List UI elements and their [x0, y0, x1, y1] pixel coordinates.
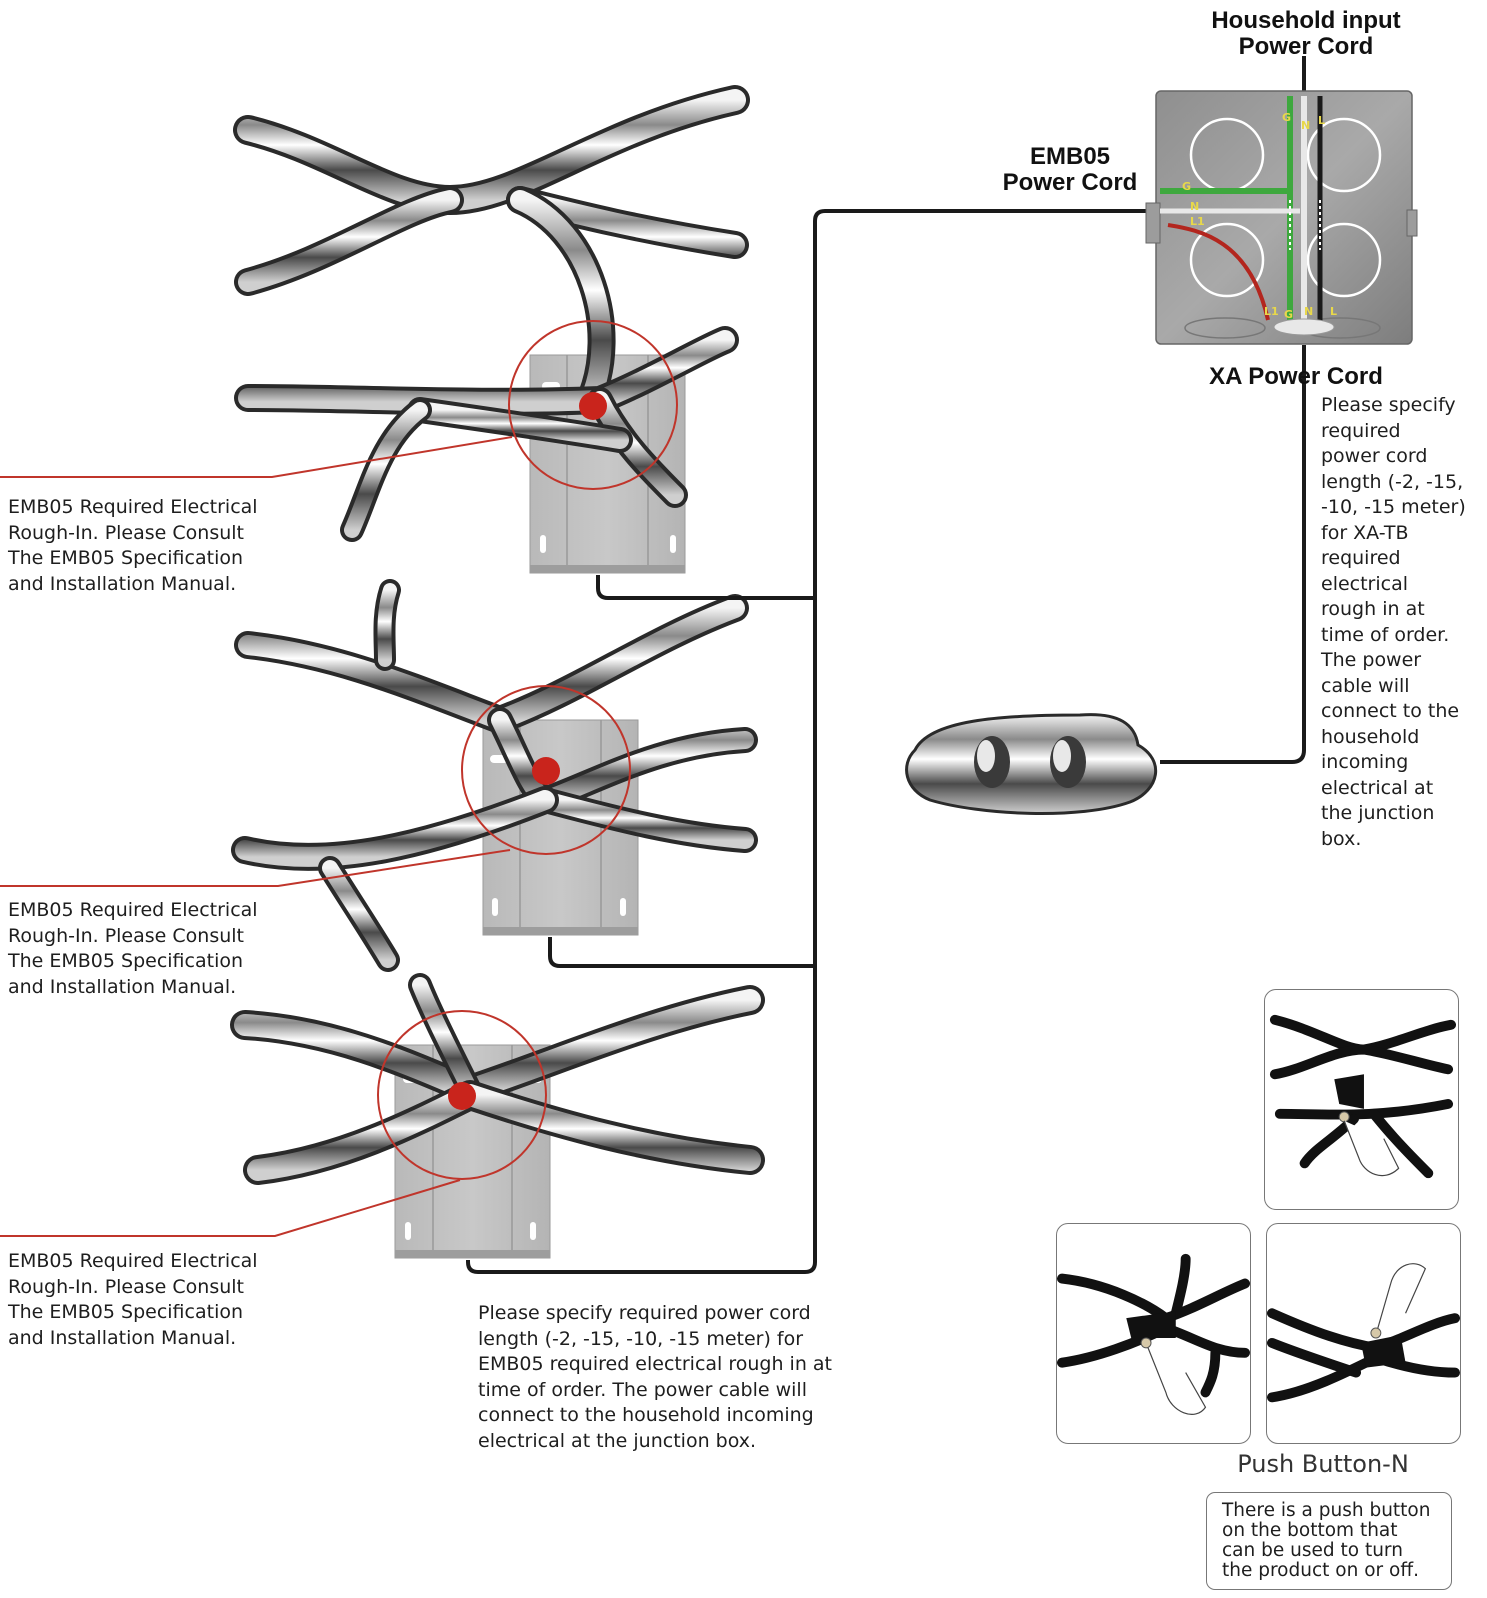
push-button-photo-3 [1266, 1223, 1461, 1444]
terminal-label-bottom-n: N [1304, 306, 1313, 318]
xa-power-cord-note: Please specify required power cord lengt… [1321, 393, 1481, 852]
fixture-3 [0, 985, 750, 1258]
push-button-description: There is a push button on the bottom tha… [1206, 1492, 1452, 1590]
rough-in-callout-2: EMB05 Required Electrical Rough-In. Plea… [8, 898, 278, 1000]
xa-power-cord-label: XA Power Cord [1196, 364, 1396, 390]
terminal-label-top-n: N [1301, 120, 1310, 132]
callout-line-3 [0, 1180, 460, 1236]
terminal-label-top-l: L [1318, 115, 1325, 127]
xa-control-unit [907, 715, 1156, 814]
push-button-illustration-1 [1265, 990, 1458, 1209]
emb05-power-cord-note: Please specify required power cord lengt… [478, 1301, 858, 1454]
terminal-label-bottom-l: L [1330, 306, 1337, 318]
callout-line-1 [0, 437, 512, 477]
marker-dot-3 [448, 1082, 476, 1110]
push-button-photo-2 [1056, 1223, 1251, 1444]
terminal-label-side-g: G [1182, 181, 1191, 193]
marker-dot-2 [532, 757, 560, 785]
emb05-power-cord-label: EMB05 Power Cord [985, 144, 1155, 196]
terminal-label-bottom-g: G [1284, 309, 1293, 321]
terminal-label-side-n: N [1190, 201, 1199, 213]
terminal-label-top-g: G [1282, 112, 1291, 124]
rough-in-callout-3: EMB05 Required Electrical Rough-In. Plea… [8, 1249, 278, 1351]
marker-dot-1 [579, 392, 607, 420]
rough-in-callout-1: EMB05 Required Electrical Rough-In. Plea… [8, 495, 278, 597]
junction-box [1146, 91, 1417, 344]
terminal-label-side-l1: L1 [1190, 216, 1205, 228]
push-button-illustration-2 [1057, 1224, 1250, 1443]
terminal-label-bottom-l1: L1 [1264, 306, 1279, 318]
chrome-arms-1 [248, 100, 735, 530]
xa-power-cord [1160, 345, 1304, 762]
push-button-title: Push Button-N [1218, 1450, 1428, 1478]
push-button-illustration-3 [1267, 1224, 1460, 1443]
push-button-photo-1 [1264, 989, 1459, 1210]
household-input-label: Household input Power Cord [1196, 8, 1416, 60]
